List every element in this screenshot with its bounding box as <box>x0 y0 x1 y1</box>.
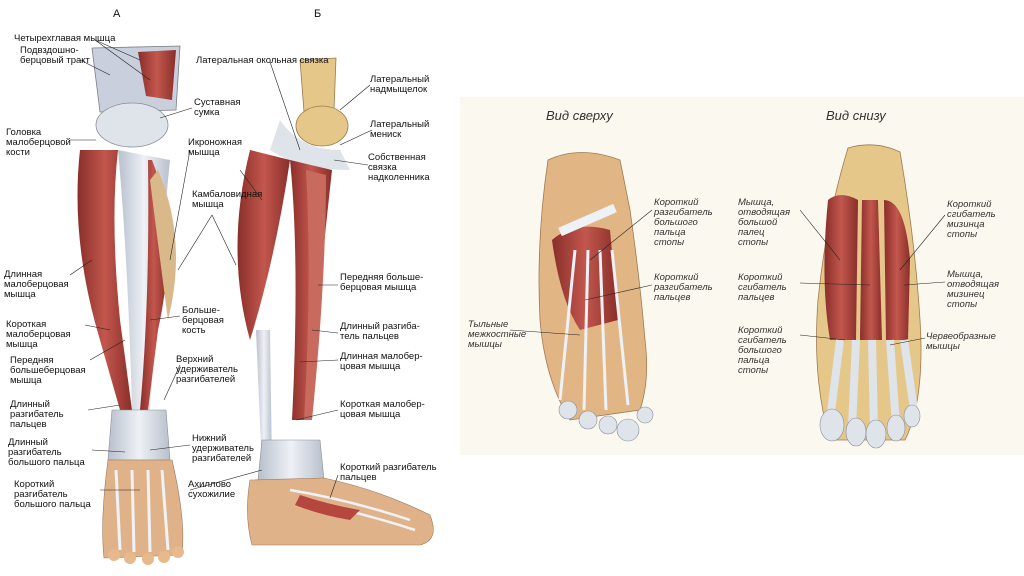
leg-b-lateral-view <box>237 57 434 546</box>
label-lumbricals: Червеобразные мышцы <box>926 331 996 352</box>
label-ext-hal-brevis-a: Короткий разгибатель большого пальца <box>14 479 91 510</box>
leader-lines <box>69 39 946 499</box>
label-foot-ext-hal-brevis: Короткий разгибатель большого пальца сто… <box>654 197 713 248</box>
label-peroneus-longus-b: Длинная малобер- цовая мышца <box>340 351 423 372</box>
label-tibia: Больше- берцовая кость <box>182 305 224 336</box>
panel-letter-a: А <box>113 8 121 20</box>
label-ext-dig-brevis-b: Короткий разгибатель пальцев <box>340 462 437 483</box>
label-dorsal-interossei: Тыльные межкостные мышцы <box>468 319 527 350</box>
label-ext-dig-longus-b: Длинный разгиба- тель пальцев <box>340 321 420 342</box>
label-ext-hal-longus: Длинный разгибатель большого пальца <box>8 437 85 468</box>
label-inf-retinaculum: Нижний удерживатель разгибателей <box>192 433 254 464</box>
label-patellar-ligament: Собственная связка надколенника <box>368 152 430 183</box>
label-abd-hallucis: Мышца, отводящая большой палец стопы <box>738 197 791 248</box>
foot-top-view <box>538 152 654 442</box>
label-soleus: Камбаловидная мышца <box>192 189 263 210</box>
label-flex-hal-brevis: Короткий сгибатель большого пальца стопы <box>738 325 787 376</box>
panel-letter-b: Б <box>314 8 322 20</box>
label-quadriceps: Четырехглавая мышца <box>14 33 116 44</box>
foot-bottom-title: Вид снизу <box>826 108 886 123</box>
label-sup-retinaculum: Верхний удерживатель разгибателей <box>176 354 238 385</box>
label-lat-meniscus: Латеральный мениск <box>370 119 430 140</box>
label-flex-dig-min: Короткий сгибатель мизинца стопы <box>947 199 996 240</box>
label-peroneus-longus-a: Длинная малоберцовая мышца <box>4 269 69 300</box>
label-abd-dig-min: Мышца, отводящая мизинец стопы <box>947 269 1000 310</box>
label-fibula-head: Головка малоберцовой кости <box>6 127 71 158</box>
foot-bottom-view <box>816 144 922 449</box>
label-peroneus-brevis-b: Короткая малобер- цовая мышца <box>340 399 425 420</box>
label-iliotibial-tract: Подвздошно- берцовый тракт <box>20 45 90 66</box>
label-tibialis-anterior-a: Передняя большеберцовая мышца <box>10 355 86 386</box>
label-foot-ext-dig-brevis: Короткий разгибатель пальцев <box>654 272 713 303</box>
label-lat-collateral-ligament: Латеральная окольная связка <box>196 55 329 66</box>
foot-top-title: Вид сверху <box>546 108 613 123</box>
label-tibialis-anterior-b: Передняя больше- берцовая мышца <box>340 272 424 293</box>
label-peroneus-brevis-a: Короткая малоберцовая мышца <box>6 319 71 350</box>
leg-a-front-view <box>77 45 184 565</box>
label-ext-dig-longus-a: Длинный разгибатель пальцев <box>10 399 64 430</box>
label-achilles: Ахиллово сухожилие <box>188 479 236 500</box>
label-flex-dig-brevis: Короткий сгибатель пальцев <box>738 272 787 303</box>
label-gastrocnemius: Икроножная мышца <box>188 137 243 158</box>
label-lat-epicondyle: Латеральный надмыщелок <box>370 74 430 95</box>
label-joint-capsule: Суставная сумка <box>194 97 241 118</box>
